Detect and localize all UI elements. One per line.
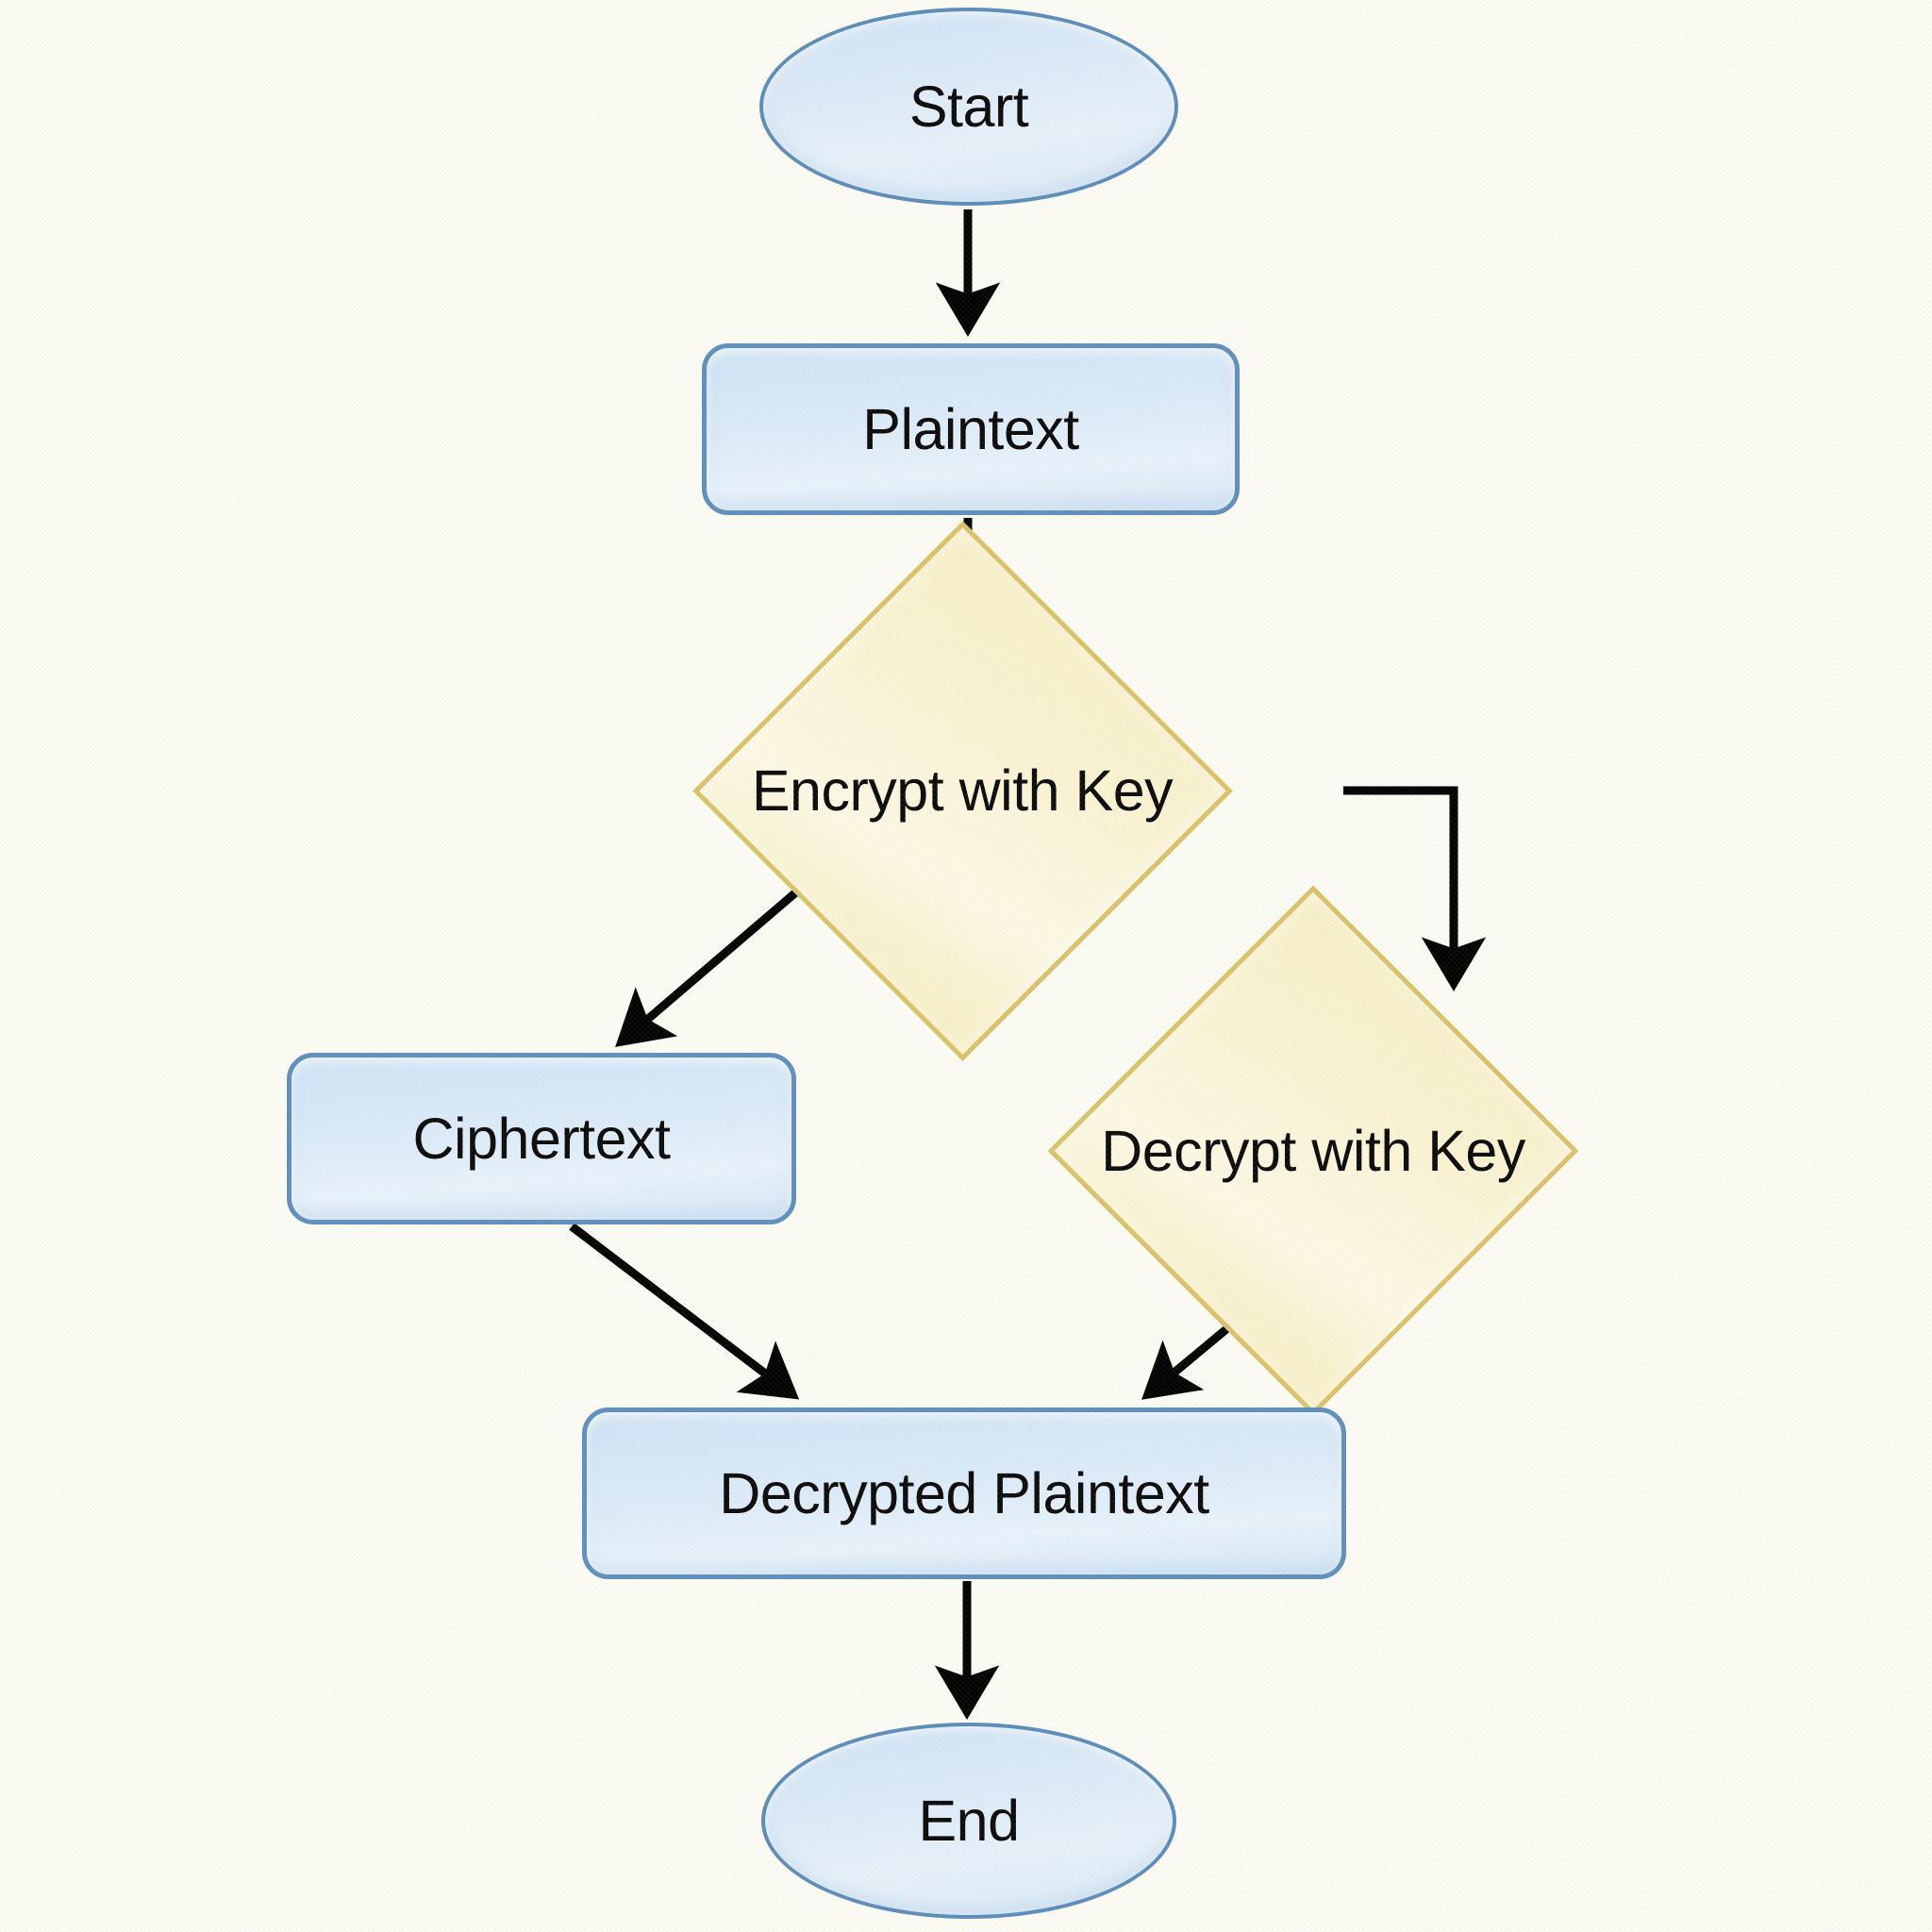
node-decrypt-with-key-label: Decrypt with Key xyxy=(1101,1118,1525,1183)
node-end-label: End xyxy=(918,1788,1020,1853)
edge-ciphertext-to-decrypted xyxy=(569,1223,800,1400)
node-plaintext-label: Plaintext xyxy=(862,396,1079,461)
edge-encrypt-to-decrypt xyxy=(1343,786,1487,991)
node-encrypt-with-key-label: Encrypt with Key xyxy=(751,758,1174,823)
node-encrypt-with-key[interactable]: Encrypt with Key xyxy=(585,520,1340,1061)
node-plaintext[interactable]: Plaintext xyxy=(702,343,1240,515)
node-decrypted-plaintext-label: Decrypted Plaintext xyxy=(719,1460,1209,1525)
edge-encrypt-to-ciphertext xyxy=(615,875,814,1047)
node-start-label: Start xyxy=(908,74,1029,139)
node-start[interactable]: Start xyxy=(759,8,1178,206)
node-end[interactable]: End xyxy=(761,1723,1176,1919)
node-ciphertext[interactable]: Ciphertext xyxy=(287,1053,796,1224)
node-decrypted-plaintext[interactable]: Decrypted Plaintext xyxy=(582,1407,1346,1579)
node-ciphertext-label: Ciphertext xyxy=(412,1106,671,1171)
node-decrypt-with-key[interactable]: Decrypt with Key xyxy=(1047,885,1579,1417)
